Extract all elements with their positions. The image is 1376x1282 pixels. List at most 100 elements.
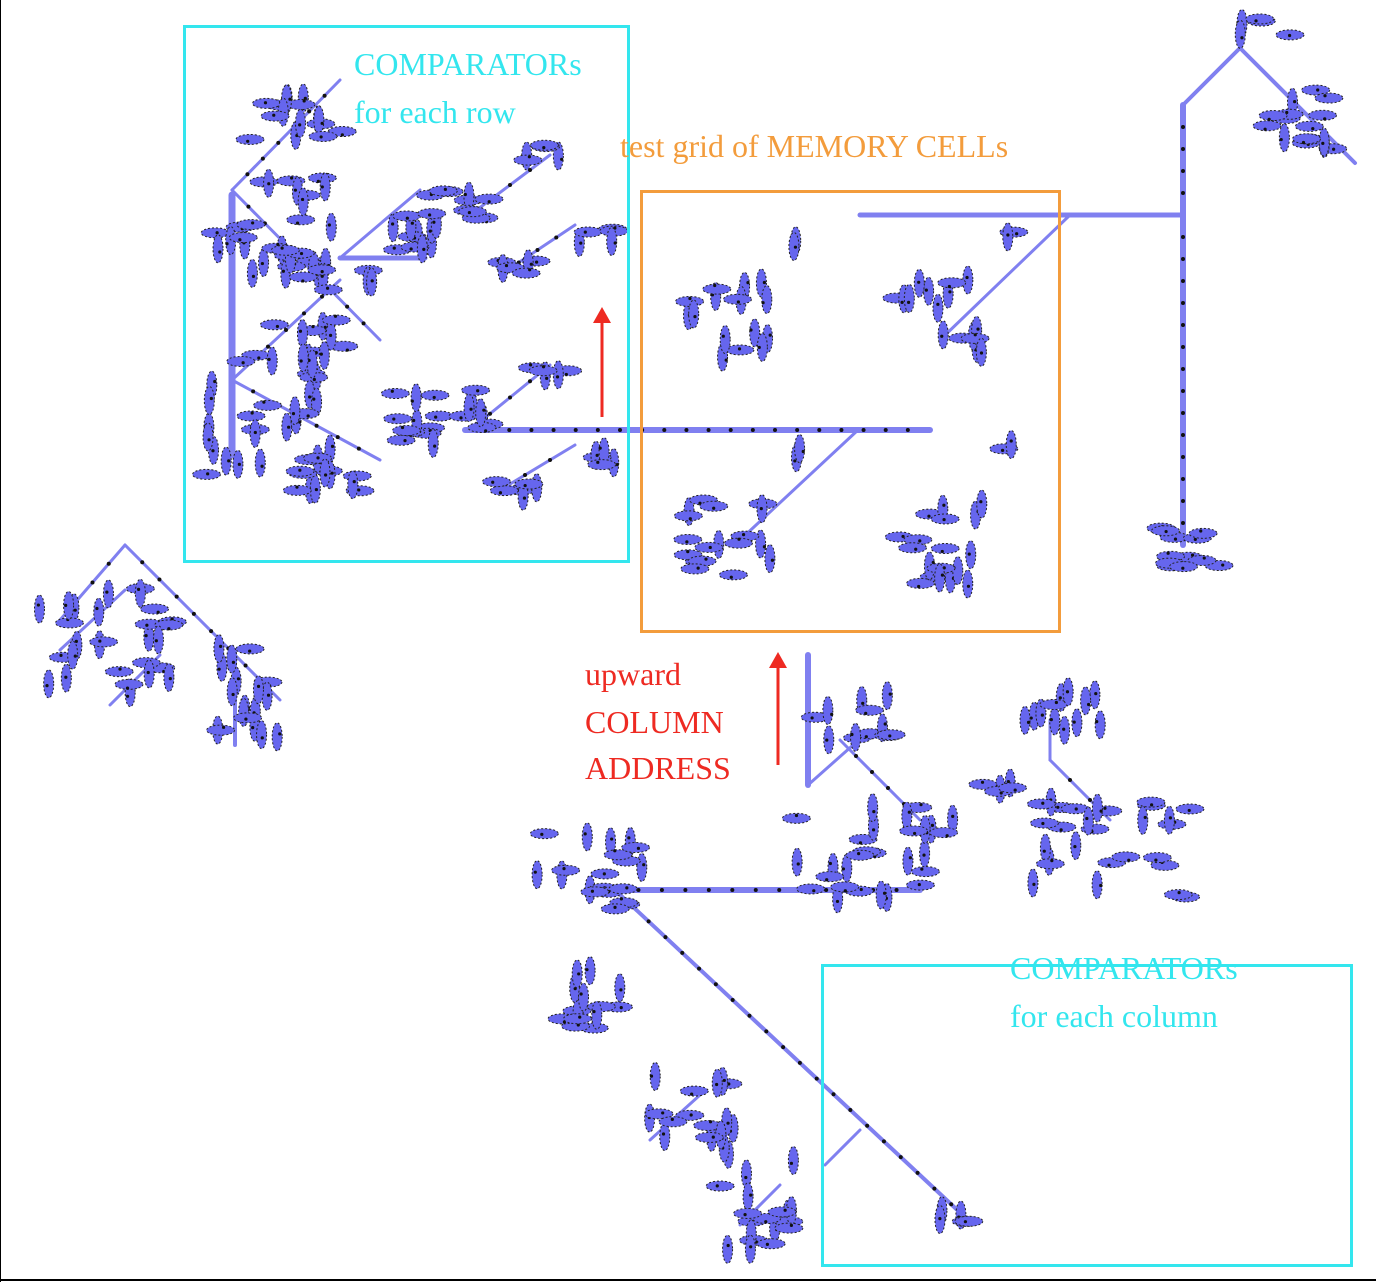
glider: [740, 1159, 752, 1189]
glider-dot: [689, 1113, 693, 1117]
wire-1-dot: [1181, 411, 1185, 415]
glider-dot: [585, 968, 589, 972]
glider-cluster-18: [882, 265, 990, 367]
glider-dot: [320, 274, 324, 278]
glider-dot: [1015, 232, 1019, 236]
glider-dot: [219, 644, 223, 648]
glider-dot: [726, 1121, 730, 1125]
glider-dot: [392, 246, 396, 250]
glider: [420, 389, 450, 401]
wire-6-dot: [573, 428, 578, 432]
glider-dot: [432, 220, 436, 224]
glider-dot: [316, 179, 320, 183]
glider: [719, 325, 731, 355]
glider: [383, 413, 413, 425]
glider: [722, 293, 752, 305]
direction-arrows: [593, 307, 787, 765]
glider-dot: [390, 389, 394, 393]
glider: [997, 782, 1027, 794]
glider-dot: [290, 176, 294, 180]
wire-25-dot: [848, 1108, 853, 1112]
glider-dot: [729, 575, 733, 579]
wire-10-dot: [246, 204, 251, 209]
glider: [919, 838, 931, 868]
glider: [584, 956, 596, 986]
wire-11-dot: [284, 328, 288, 332]
glider: [563, 1013, 593, 1025]
glider-cluster-12: [487, 249, 551, 283]
glider: [603, 849, 633, 861]
glider: [876, 729, 906, 741]
wire-17-dot: [488, 411, 492, 416]
glider-dot: [467, 210, 471, 215]
glider: [1080, 686, 1092, 716]
glider-dot: [602, 872, 606, 876]
glider-dot: [225, 242, 229, 246]
glider-dot: [251, 726, 255, 730]
glider-dot: [125, 694, 130, 698]
glider: [791, 847, 803, 877]
glider: [822, 695, 834, 725]
wire-25: [613, 888, 970, 1222]
glider: [830, 881, 860, 893]
glider: [756, 1238, 786, 1250]
glider-dot: [796, 862, 800, 866]
glider: [228, 232, 258, 244]
glider-dot: [690, 1092, 694, 1096]
glider-dot: [319, 352, 323, 356]
glider: [930, 542, 960, 554]
wire-1-dot: [1181, 147, 1185, 151]
glider-dot: [250, 411, 254, 415]
wire-1-dot: [1181, 125, 1185, 129]
glider: [386, 434, 416, 446]
glider-dot: [345, 348, 349, 352]
glider-dot: [156, 610, 160, 614]
glider-dot: [312, 377, 316, 382]
wire-25-dot: [730, 998, 735, 1002]
glider-dot: [859, 887, 863, 892]
wire-18: [498, 443, 577, 492]
glider-clusters: [33, 9, 1348, 1264]
glider-dot: [328, 333, 333, 337]
glider-dot: [1254, 19, 1258, 23]
glider-dot: [256, 684, 261, 688]
glider-dot: [1202, 556, 1206, 560]
wire-18-dot: [548, 458, 552, 462]
glider-dot: [670, 1117, 674, 1121]
glider-cluster-3: [270, 244, 383, 297]
glider: [297, 343, 309, 373]
wire-6-dot: [817, 428, 822, 432]
glider: [325, 212, 337, 242]
wire-12-dot: [251, 389, 256, 394]
glider: [902, 846, 914, 876]
glider-dot: [828, 861, 832, 866]
glider: [286, 214, 316, 226]
glider-dot: [945, 834, 949, 838]
glider: [903, 283, 915, 313]
glider-dot: [685, 540, 689, 544]
glider: [513, 154, 543, 166]
glider-dot: [704, 557, 708, 561]
glider-dot: [825, 738, 829, 742]
wire-9-dot: [322, 93, 327, 98]
glider-dot: [764, 1220, 768, 1224]
glider-dot: [221, 725, 226, 729]
glider: [163, 663, 175, 693]
glider-dot: [741, 533, 746, 537]
glider-dot: [1041, 821, 1045, 826]
glider-dot: [260, 261, 264, 266]
wire-2: [1181, 46, 1242, 107]
glider: [605, 827, 617, 857]
glider-cluster-32: [968, 768, 1027, 804]
wire-27: [123, 543, 282, 702]
glider-dot: [1287, 33, 1292, 38]
glider-dot: [1086, 702, 1091, 707]
glider: [428, 185, 458, 197]
wire-1-dot: [1181, 499, 1185, 503]
glider-dot: [688, 296, 692, 301]
glider-dot: [942, 517, 946, 522]
glider-dot: [625, 886, 629, 890]
glider: [899, 825, 929, 837]
glider-cluster-5: [192, 370, 343, 480]
